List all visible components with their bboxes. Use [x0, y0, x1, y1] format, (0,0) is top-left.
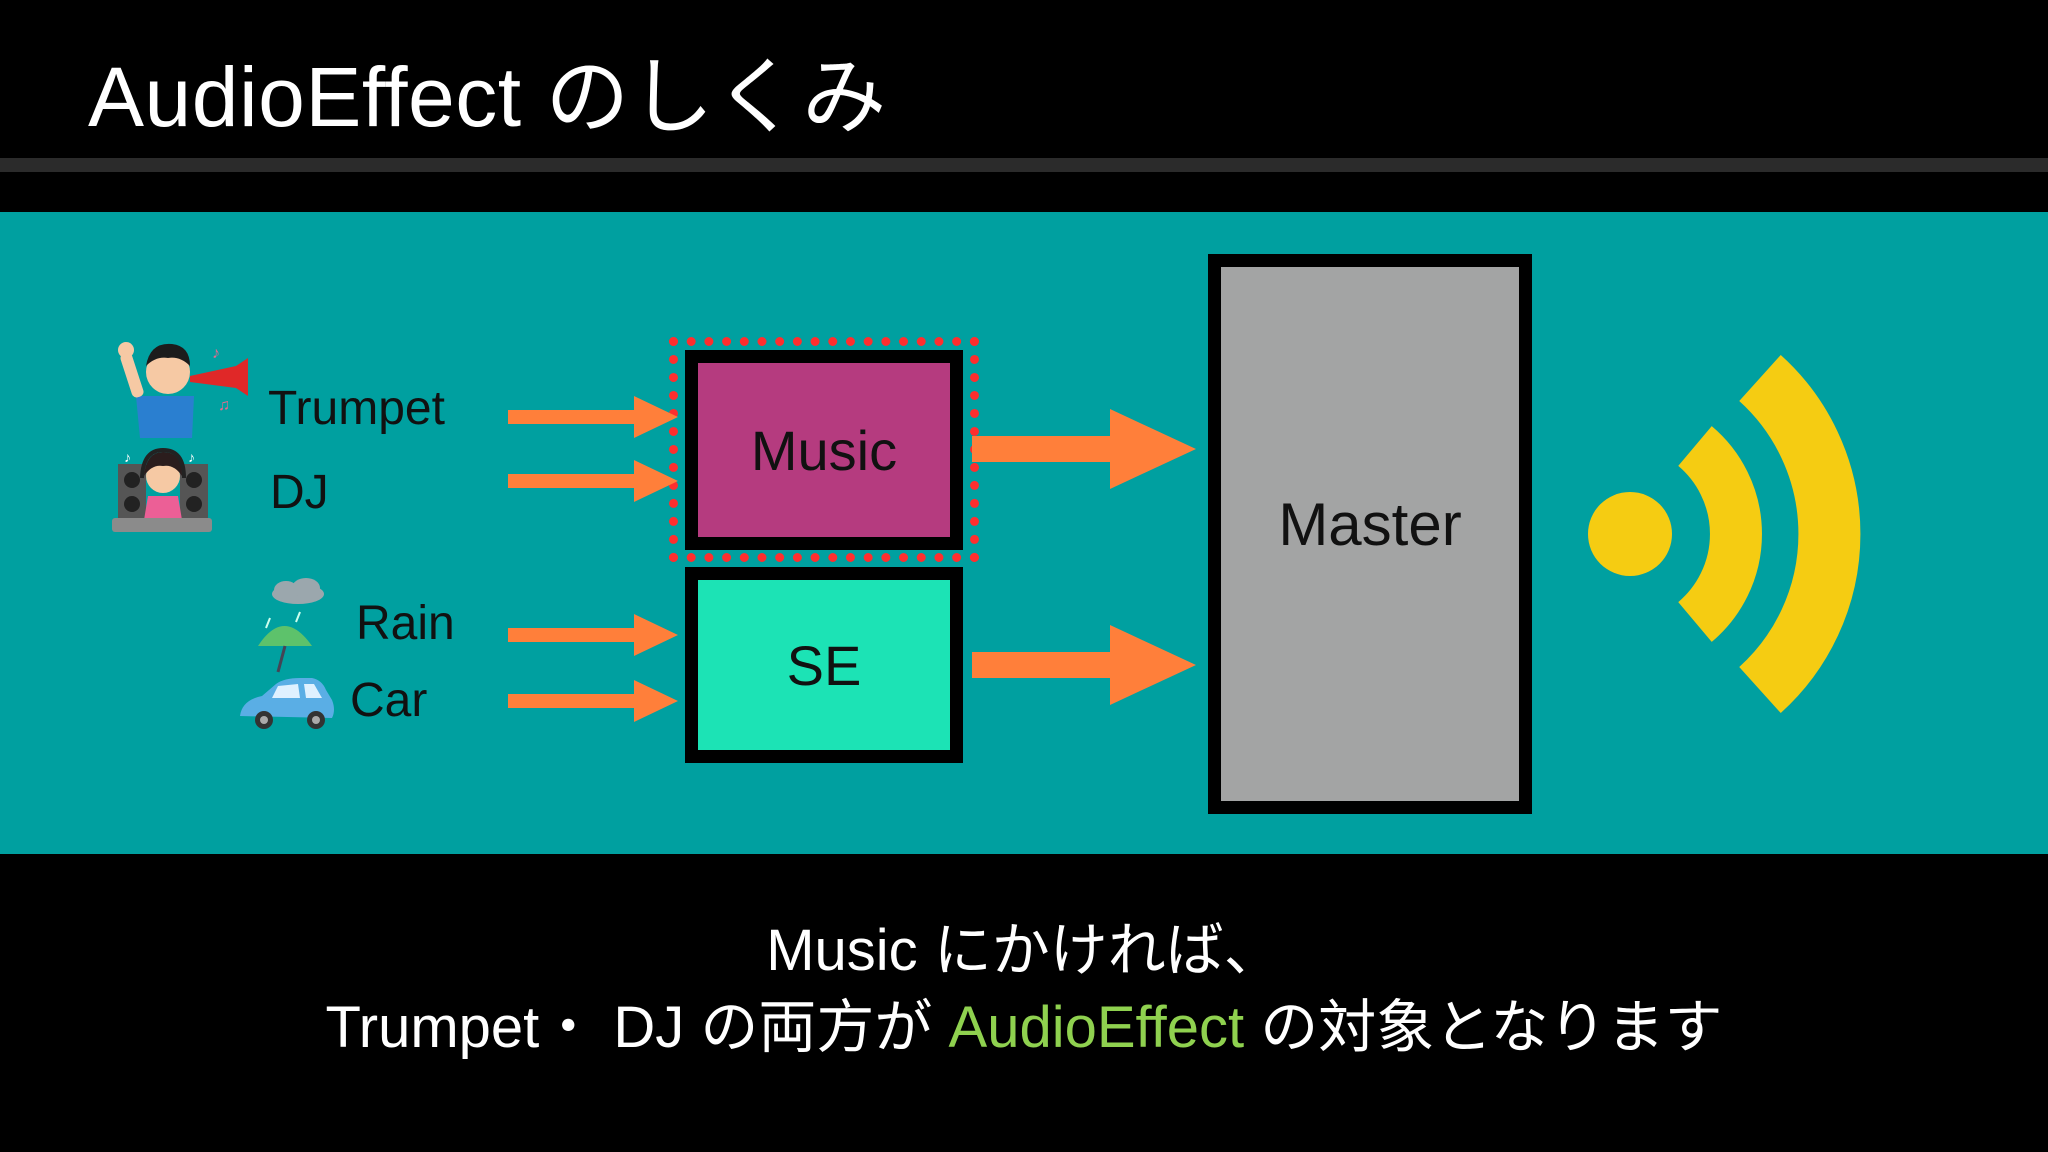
car-icon	[240, 678, 334, 729]
slide-title: AudioEffect のしくみ	[88, 50, 887, 144]
arrow-car-to-se	[508, 680, 678, 722]
source-label-dj: DJ	[270, 466, 329, 519]
source-label-rain: Rain	[356, 597, 455, 650]
se-group-label: SE	[786, 633, 862, 697]
caption-line-2-suffix: の対象となります	[1244, 995, 1723, 1060]
caption-line-1: Music にかければ、	[766, 918, 1282, 983]
diagram-panel	[0, 212, 2048, 854]
trumpet-player-icon: ♪ ♫	[118, 342, 248, 438]
se-group-box: SE	[685, 567, 963, 763]
arrow-music-to-master	[972, 409, 1196, 489]
caption-line-2-prefix: Trumpet・ DJ の両方が	[325, 995, 949, 1060]
svg-text:♪: ♪	[124, 449, 131, 465]
arrow-se-to-master	[972, 625, 1196, 705]
arrow-rain-to-se	[508, 614, 678, 656]
speaker-waves-icon	[1588, 354, 1861, 714]
svg-text:♪: ♪	[212, 345, 220, 362]
arrow-dj-to-music	[508, 460, 678, 502]
music-group-box: Music	[685, 350, 963, 550]
source-label-car: Car	[350, 674, 428, 727]
source-label-trumpet: Trumpet	[268, 382, 445, 435]
title-divider	[0, 158, 2048, 172]
master-group-label: Master	[1278, 490, 1462, 558]
caption-line-2: Trumpet・ DJ の両方が AudioEffect の対象となります	[0, 980, 2048, 1064]
rain-umbrella-icon	[258, 578, 324, 673]
arrow-trumpet-to-music	[508, 396, 678, 438]
caption-highlight: AudioEffect	[948, 995, 1245, 1060]
svg-text:♪: ♪	[188, 449, 195, 465]
svg-text:♫: ♫	[218, 397, 230, 414]
dj-icon: ♪ ♪	[112, 447, 212, 532]
master-group-box: Master	[1208, 254, 1532, 814]
music-group-label: Music	[750, 418, 898, 482]
